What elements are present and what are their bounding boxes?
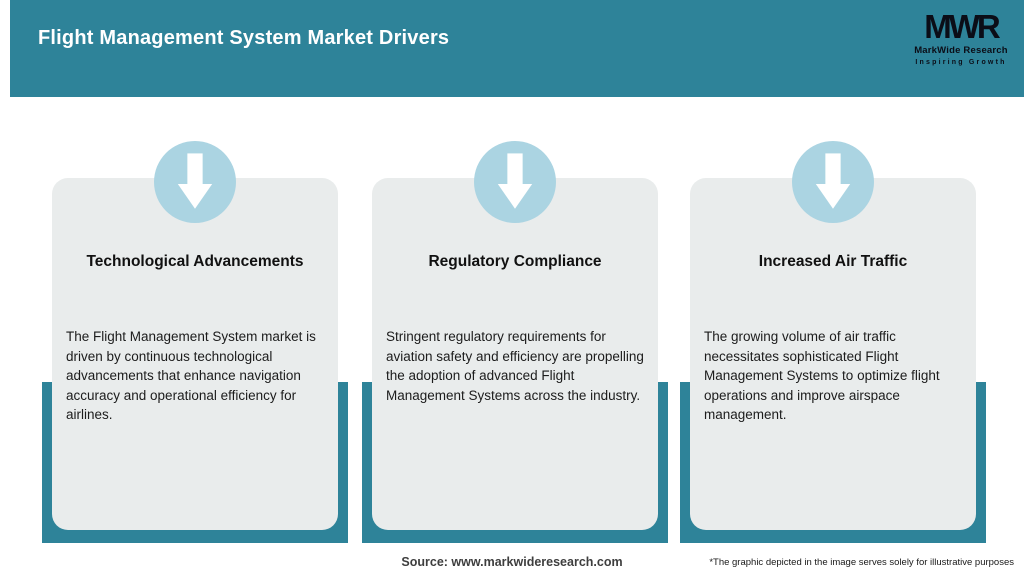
card-title: Technological Advancements xyxy=(86,253,304,270)
page-title: Flight Management System Market Drivers xyxy=(38,27,450,49)
source-text: Source: www.markwideresearch.com xyxy=(401,555,623,569)
card-body: Regulatory Compliance Stringent regulato… xyxy=(372,178,658,530)
driver-card-increased-air-traffic: Increased Air Traffic The growing volume… xyxy=(680,141,986,545)
arrow-down-icon xyxy=(154,141,236,223)
driver-card-technological-advancements: Technological Advancements The Flight Ma… xyxy=(42,141,348,545)
card-description: Stringent regulatory requirements for av… xyxy=(386,329,644,403)
card-title: Regulatory Compliance xyxy=(428,253,602,270)
logo-tagline: Inspiring Growth xyxy=(915,58,1007,66)
card-description: The Flight Management System market is d… xyxy=(66,329,316,422)
arrow-down-icon xyxy=(792,141,874,223)
card-description: The growing volume of air traffic necess… xyxy=(704,329,940,422)
driver-card-regulatory-compliance: Regulatory Compliance Stringent regulato… xyxy=(362,141,668,545)
logo-name: MarkWide Research xyxy=(914,45,1008,56)
disclaimer-text: *The graphic depicted in the image serve… xyxy=(709,557,1014,568)
card-body: Increased Air Traffic The growing volume… xyxy=(690,178,976,530)
card-body: Technological Advancements The Flight Ma… xyxy=(52,178,338,530)
mwr-monogram: MWR xyxy=(924,8,1000,45)
card-title: Increased Air Traffic xyxy=(758,253,908,270)
arrow-down-icon xyxy=(474,141,556,223)
header-bar: Flight Management System Market Drivers xyxy=(10,0,1024,97)
markwide-research-logo: MWR MarkWide Research Inspiring Growth xyxy=(911,9,1011,66)
